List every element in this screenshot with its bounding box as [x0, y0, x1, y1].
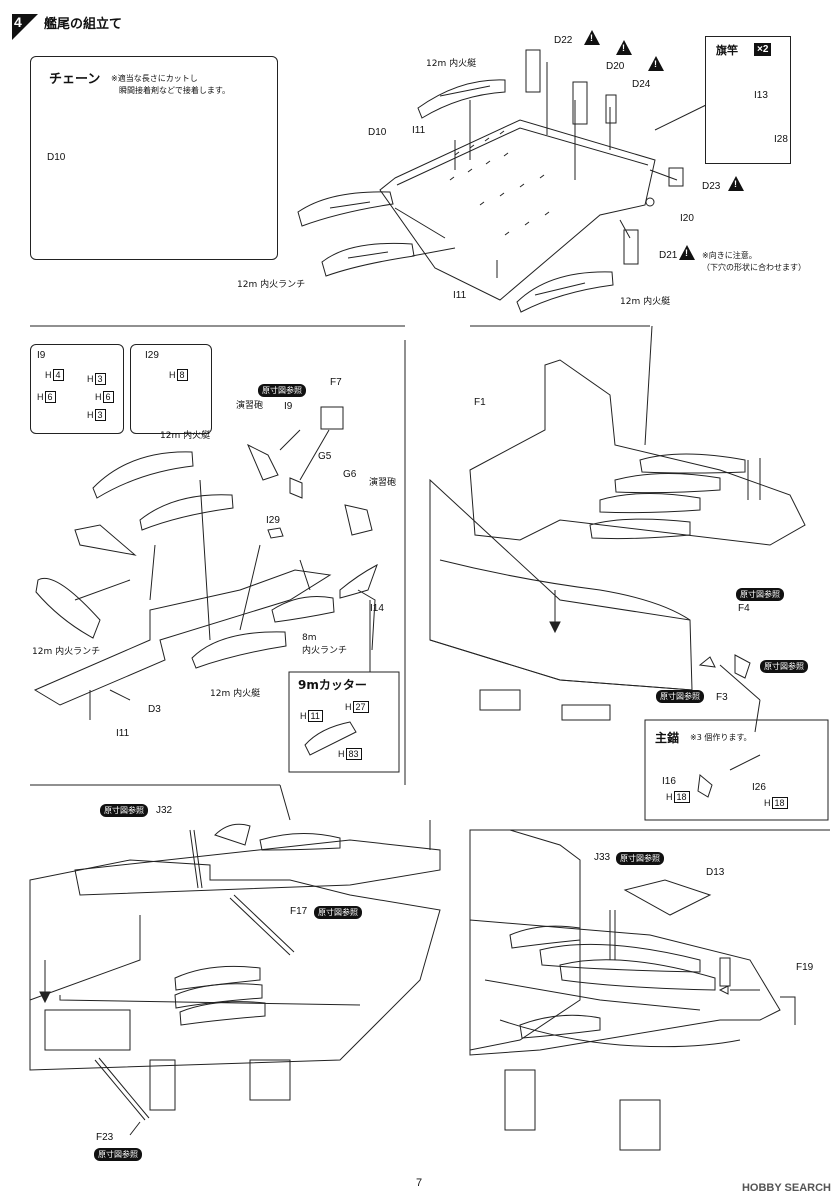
part-label-i16: I16	[662, 776, 676, 787]
ref-tag-a: 原寸図参照	[736, 588, 784, 601]
ref-tag-f17: 原寸図参照	[314, 906, 362, 919]
part-label-i11-b: I11	[453, 290, 467, 301]
part-label-g5: G5	[318, 451, 332, 462]
label-launch-8m-line1: 8m	[302, 633, 317, 643]
part-label-i26: I26	[752, 782, 766, 793]
part-label-j33: J33	[594, 852, 611, 863]
label-training-gun-b: 演習砲	[369, 478, 397, 488]
d21-note-line1: ※向きに注意。	[702, 251, 757, 260]
label-boat-12m-a: 12m 内火艇	[160, 431, 211, 441]
i29-box-title: I29	[145, 350, 159, 361]
chain-note-line1: ※適当な長さにカットし	[111, 74, 198, 83]
part-label-d22: D22	[554, 35, 573, 46]
page-number: 7	[416, 1177, 423, 1189]
part-label-i28: I28	[774, 134, 788, 145]
warning-icon	[728, 176, 744, 191]
part-label-f19: F19	[796, 962, 814, 973]
part-label-i11-a: I11	[412, 125, 426, 136]
chain-title: チェーン	[49, 72, 101, 87]
ref-tag-j33: 原寸図参照	[616, 852, 664, 865]
part-label-i11-sec2: I11	[116, 728, 130, 739]
label-boat-12m-bottom: 12m 内火艇	[620, 297, 671, 307]
part-label-i9: I9	[284, 401, 293, 412]
part-label-d23: D23	[702, 181, 721, 192]
part-label-d20: D20	[606, 61, 625, 72]
part-label-f7: F7	[330, 377, 342, 388]
part-label-j32: J32	[156, 805, 173, 816]
part-label-g6: G6	[343, 469, 357, 480]
chain-detail-panel: チェーン ※適当な長さにカットし 瞬間接着剤などで接着します。 D10	[30, 56, 278, 260]
warning-icon	[679, 245, 695, 260]
anchor-note: ※3 個作ります。	[690, 733, 752, 742]
part-label-f3: F3	[716, 692, 728, 703]
part-label-d3: D3	[148, 704, 161, 715]
watermark: HOBBY SEARCH	[741, 1182, 831, 1194]
label-boat-12m-b: 12m 内火艇	[210, 689, 261, 699]
label-launch-12m-sec2: 12m 内火ランチ	[32, 647, 101, 657]
part-label-i14: I14	[370, 603, 384, 614]
part-label-d21: D21	[659, 250, 678, 261]
warning-icon	[616, 40, 632, 55]
part-label-d10: D10	[368, 127, 387, 138]
part-label-d24: D24	[632, 79, 651, 90]
part-label-f17: F17	[290, 906, 308, 917]
step-title: 艦尾の組立て	[44, 17, 123, 32]
part-label-f23: F23	[96, 1132, 114, 1143]
flagpole-title: 旗竿	[716, 44, 738, 57]
flagpole-panel: 旗竿 ×2 I13 I28	[705, 36, 791, 164]
label-launch-8m-line2: 内火ランチ	[302, 646, 348, 656]
cutter-title: 9mカッター	[298, 678, 367, 692]
step-number: 4	[14, 14, 22, 30]
ref-tag-section2: 原寸図参照	[258, 384, 306, 397]
part-label-f1: F1	[474, 397, 486, 408]
ref-tag-b: 原寸図参照	[760, 660, 808, 673]
ref-tag-f23: 原寸図参照	[94, 1148, 142, 1161]
ref-tag-j32: 原寸図参照	[100, 804, 148, 817]
label-launch-12m: 12m 内火ランチ	[237, 280, 306, 290]
chain-note-line2: 瞬間接着剤などで接着します。	[119, 86, 231, 95]
label-training-gun-a: 演習砲	[236, 401, 264, 411]
part-label-d10-chain: D10	[47, 152, 66, 163]
part-label-d13: D13	[706, 867, 725, 878]
i9-box-title: I9	[37, 350, 46, 361]
flagpole-multiplier: ×2	[754, 43, 772, 56]
label-boat-12m-top: 12m 内火艇	[426, 59, 477, 69]
anchor-title: 主錨	[655, 731, 680, 745]
part-label-i29: I29	[266, 515, 280, 526]
ref-tag-c: 原寸図参照	[656, 690, 704, 703]
warning-icon	[584, 30, 600, 45]
part-label-i20: I20	[680, 213, 694, 224]
d21-note-line2: （下穴の形状に合わせます）	[702, 263, 806, 272]
part-label-f4: F4	[738, 603, 750, 614]
warning-icon	[648, 56, 664, 71]
part-label-i13: I13	[754, 90, 768, 101]
